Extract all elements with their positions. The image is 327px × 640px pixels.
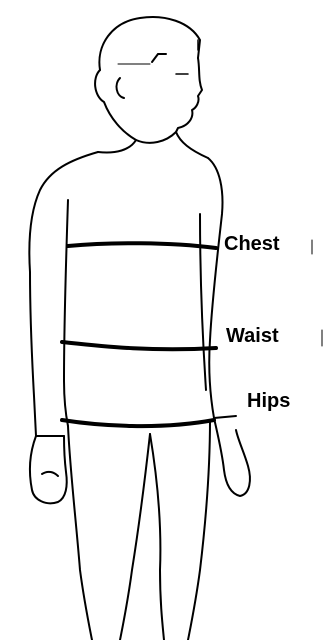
- waist-label: Waist: [226, 326, 279, 346]
- legs-outline: [68, 420, 210, 640]
- chest-measurement-line: [68, 243, 216, 248]
- head-outline: [95, 17, 202, 143]
- neck-outline: [98, 132, 208, 158]
- hips-label: Hips: [247, 391, 290, 411]
- right-arm-outline: [214, 416, 250, 496]
- left-arm-outline: [30, 436, 67, 503]
- torso-outline: [29, 152, 222, 436]
- waist-measurement-line: [62, 342, 216, 349]
- chest-label: Chest: [224, 234, 280, 254]
- hips-measurement-line: [62, 420, 214, 426]
